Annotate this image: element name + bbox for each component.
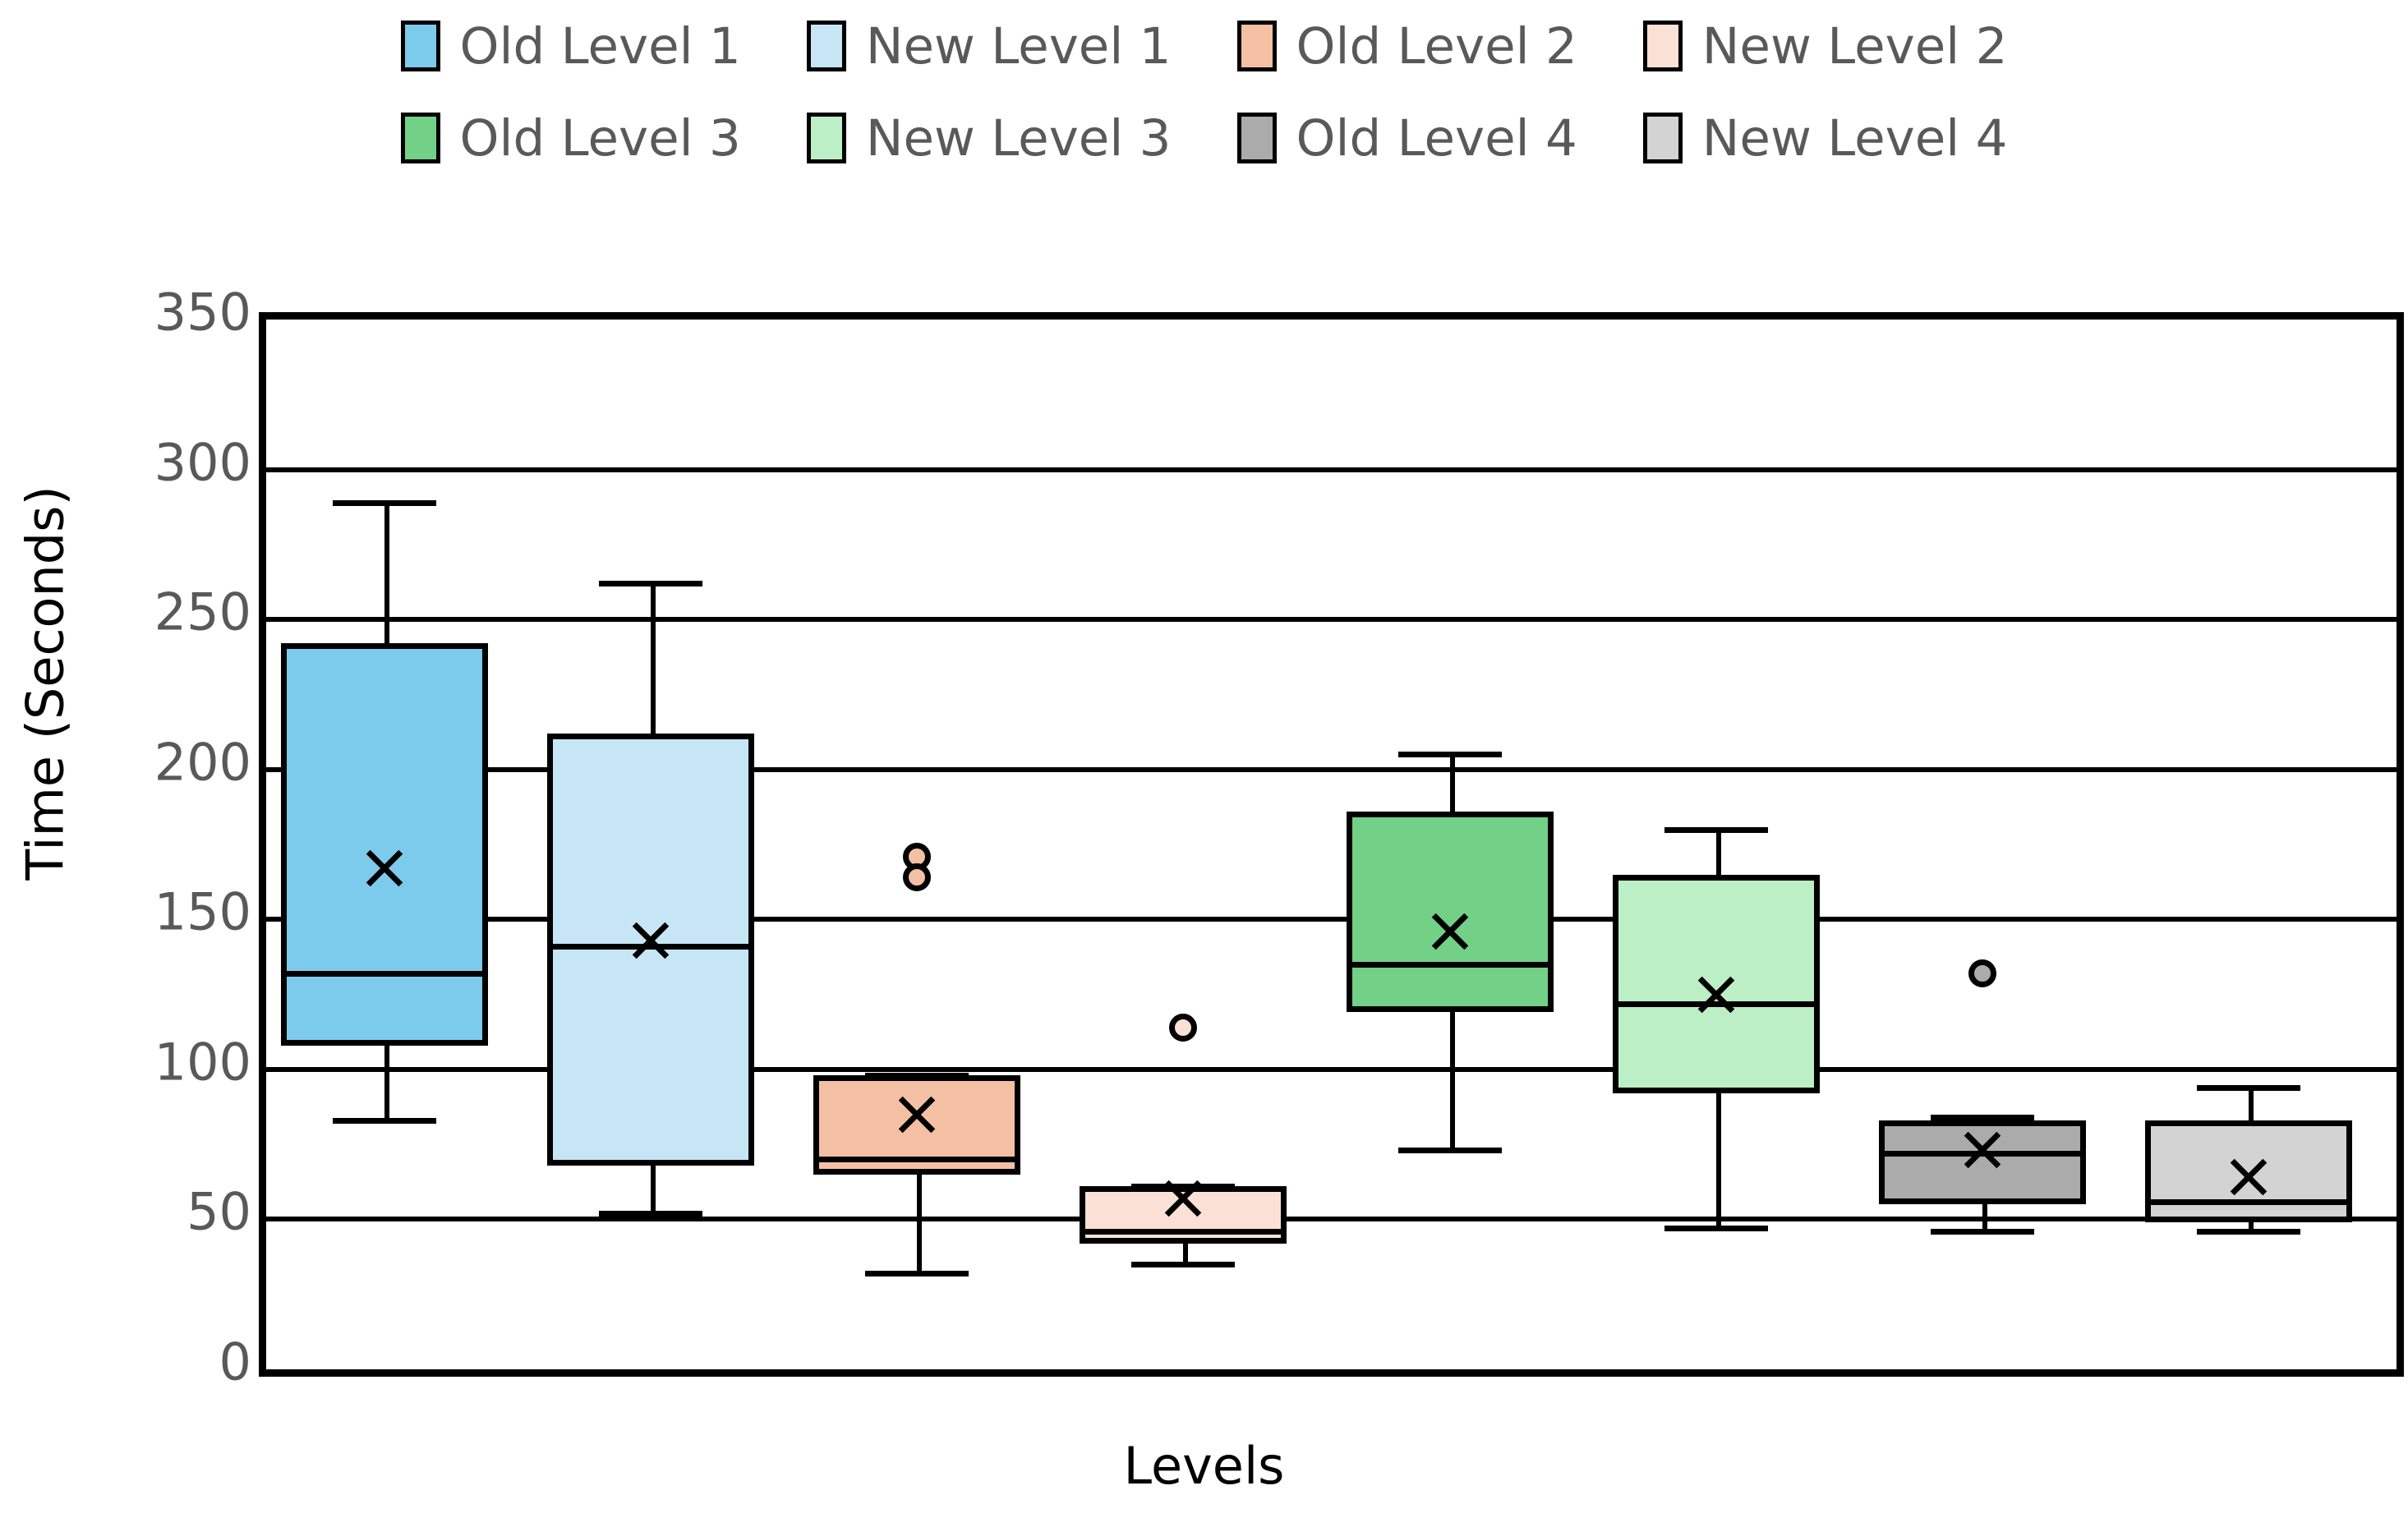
y-tick-label: 350	[154, 282, 251, 343]
legend-label: New Level 4	[1701, 108, 2008, 168]
legend-label: Old Level 2	[1296, 16, 1577, 76]
whisker-cap-upper	[2196, 1084, 2300, 1091]
boxplot-old-level-3[interactable]	[266, 320, 2396, 1369]
whisker-cap-upper	[599, 581, 703, 587]
gridline	[266, 467, 2396, 472]
box-iqr	[2144, 1120, 2352, 1223]
whisker-lower	[1982, 1204, 1987, 1232]
legend-item-new-level-4[interactable]: New Level 4	[1642, 108, 2008, 168]
median-line	[2144, 1198, 2352, 1205]
legend-label: Old Level 1	[459, 16, 741, 76]
whisker-cap-upper	[1664, 826, 1768, 833]
legend-item-old-level-2[interactable]: Old Level 2	[1236, 16, 1577, 76]
legend-swatch-icon	[1236, 113, 1277, 163]
whisker-upper	[384, 502, 390, 644]
plot-inner	[266, 320, 2396, 1369]
gridline	[266, 617, 2396, 623]
whisker-lower	[1449, 1012, 1455, 1151]
y-tick-label: 100	[154, 1032, 251, 1092]
x-axis-title: Levels	[1123, 1436, 1285, 1496]
legend-item-old-level-4[interactable]: Old Level 4	[1236, 108, 1577, 168]
whisker-lower	[1183, 1243, 1189, 1265]
legend-label: Old Level 3	[459, 108, 741, 168]
outlier-point	[1169, 1013, 1198, 1042]
median-line	[1346, 962, 1554, 968]
y-tick-label: 250	[154, 582, 251, 642]
y-tick-label: 50	[186, 1181, 251, 1242]
y-tick-label: 200	[154, 732, 251, 793]
chart-legend: Old Level 1 New Level 1 Old Level 2 New Lev…	[0, 0, 2408, 184]
whisker-cap-lower	[1397, 1148, 1502, 1154]
whisker-upper	[2248, 1087, 2254, 1120]
gridline	[266, 1217, 2396, 1222]
y-tick-label: 300	[154, 432, 251, 493]
whisker-cap-upper	[1397, 752, 1502, 758]
legend-label: New Level 1	[865, 16, 1172, 76]
mean-marker-x-icon	[2226, 1154, 2272, 1200]
y-axis-title: Time (Seconds)	[15, 485, 76, 881]
median-line	[813, 1157, 1021, 1163]
legend-swatch-icon	[1642, 113, 1683, 163]
legend-swatch-icon	[1642, 21, 1683, 71]
box-iqr	[281, 643, 489, 1046]
plot-area	[259, 312, 2404, 1377]
whisker-lower	[384, 1045, 390, 1120]
whisker-cap-lower	[1664, 1226, 1768, 1232]
legend-item-new-level-2[interactable]: New Level 2	[1642, 16, 2008, 76]
whisker-cap-upper	[1930, 1115, 2034, 1121]
legend-label: Old Level 4	[1296, 108, 1577, 168]
outlier-point	[903, 863, 932, 892]
legend-swatch-icon	[400, 113, 440, 163]
y-tick-label: 150	[154, 881, 251, 942]
whisker-lower	[2248, 1222, 2254, 1232]
median-line	[1080, 1229, 1287, 1235]
whisker-cap-lower	[599, 1211, 703, 1217]
whisker-cap-lower	[1930, 1229, 2034, 1235]
boxplot-old-level-1[interactable]	[266, 320, 2396, 1369]
whisker-cap-lower	[865, 1271, 969, 1277]
boxplot-old-level-4[interactable]	[266, 320, 2396, 1369]
whisker-lower	[1715, 1093, 1721, 1229]
legend-row: Old Level 3 New Level 3 Old Level 4 New Lev…	[0, 92, 2408, 184]
legend-label: New Level 2	[1701, 16, 2008, 76]
whisker-cap-lower	[1131, 1262, 1236, 1268]
whisker-upper	[1449, 754, 1455, 812]
legend-swatch-icon	[400, 21, 440, 71]
legend-swatch-icon	[806, 113, 846, 163]
whisker-upper	[1715, 829, 1721, 875]
whisker-cap-lower	[333, 1117, 437, 1124]
legend-item-old-level-3[interactable]: Old Level 3	[400, 108, 741, 168]
legend-row: Old Level 1 New Level 1 Old Level 2 New Lev…	[0, 0, 2408, 92]
gridline	[266, 917, 2396, 922]
gridline	[266, 766, 2396, 772]
y-tick-label: 0	[219, 1332, 251, 1392]
legend-item-old-level-1[interactable]: Old Level 1	[400, 16, 741, 76]
boxplot-new-level-2[interactable]	[266, 320, 2396, 1369]
whisker-upper	[651, 583, 656, 734]
whisker-cap-upper	[333, 499, 437, 506]
boxplot-new-level-4[interactable]	[266, 320, 2396, 1369]
whisker-lower	[917, 1174, 923, 1274]
boxplot-new-level-1[interactable]	[266, 320, 2396, 1369]
outlier-point	[1968, 959, 1996, 987]
legend-swatch-icon	[1236, 21, 1277, 71]
gridline	[266, 1066, 2396, 1072]
legend-item-new-level-3[interactable]: New Level 3	[806, 108, 1172, 168]
legend-label: New Level 3	[865, 108, 1172, 168]
median-line	[281, 971, 489, 977]
legend-item-new-level-1[interactable]: New Level 1	[806, 16, 1172, 76]
legend-swatch-icon	[806, 21, 846, 71]
whisker-lower	[651, 1165, 656, 1214]
boxplot-new-level-3[interactable]	[266, 320, 2396, 1369]
boxplot-old-level-2[interactable]	[266, 320, 2396, 1369]
whisker-cap-lower	[2196, 1229, 2300, 1235]
